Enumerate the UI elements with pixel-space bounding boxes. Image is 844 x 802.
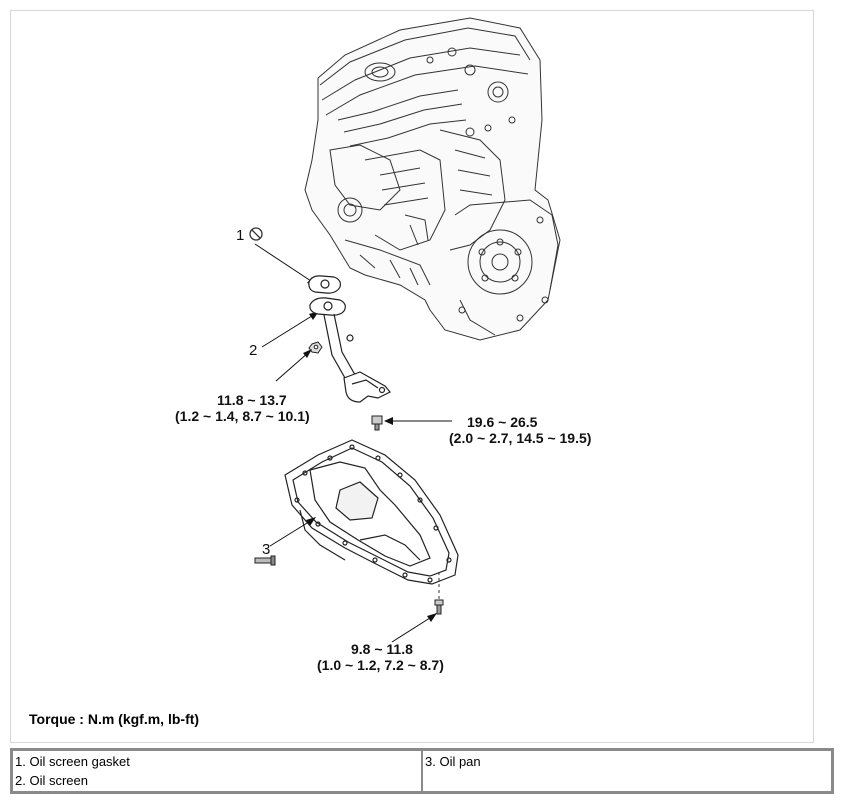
no-reuse-icon bbox=[249, 227, 263, 241]
leader-line-drain bbox=[391, 615, 434, 643]
figure-frame bbox=[10, 10, 814, 743]
table-row: 1. Oil screen gasket 2. Oil screen 3. Oi… bbox=[12, 750, 832, 792]
leader-line-nut bbox=[275, 351, 310, 382]
torque-spec-2-line2: (2.0 ~ 2.7, 14.5 ~ 19.5) bbox=[449, 430, 591, 446]
legend-item-oil-screen: 2. Oil screen bbox=[15, 773, 88, 788]
torque-spec-1-line1: 11.8 ~ 13.7 bbox=[217, 392, 287, 408]
exploded-view-diagram: 1 2 11.8 ~ 13.7 (1.2 ~ 1.4, 8.7 ~ 10.1) … bbox=[175, 17, 591, 673]
engine-block-illustration bbox=[304, 17, 561, 341]
oil-screen-gasket-icon bbox=[308, 275, 341, 294]
bolt-icon bbox=[371, 415, 383, 431]
legend-cell-left: 1. Oil screen gasket 2. Oil screen bbox=[12, 750, 422, 792]
parts-legend-table: 1. Oil screen gasket 2. Oil screen 3. Oi… bbox=[10, 748, 834, 794]
arrowhead-nut bbox=[303, 349, 312, 358]
oil-pan-icon bbox=[284, 439, 459, 585]
callout-number-3: 3 bbox=[262, 541, 270, 558]
torque-spec-3-line1: 9.8 ~ 11.8 bbox=[351, 641, 413, 657]
arrowhead-bolt bbox=[384, 417, 393, 425]
callout-number-1: 1 bbox=[236, 227, 244, 244]
arrowhead-drain bbox=[427, 613, 437, 622]
legend-item-oil-screen-gasket: 1. Oil screen gasket bbox=[15, 754, 130, 769]
torque-units-caption: Torque : N.m (kgf.m, lb-ft) bbox=[29, 711, 200, 727]
torque-spec-2-line1: 19.6 ~ 26.5 bbox=[467, 414, 538, 430]
nut-icon bbox=[308, 341, 323, 354]
torque-spec-3-line2: (1.0 ~ 1.2, 7.2 ~ 8.7) bbox=[317, 657, 444, 673]
pan-bolt-icon bbox=[254, 555, 276, 566]
leader-line-2 bbox=[261, 313, 316, 348]
arrowhead-3 bbox=[306, 517, 316, 526]
leader-line-1 bbox=[254, 243, 315, 284]
legend-item-oil-pan: 3. Oil pan bbox=[425, 754, 481, 769]
callout-number-2: 2 bbox=[249, 342, 257, 359]
drain-bolt-icon bbox=[434, 599, 444, 615]
oil-screen-pickup-icon bbox=[309, 297, 391, 403]
torque-spec-1-line2: (1.2 ~ 1.4, 8.7 ~ 10.1) bbox=[175, 408, 310, 424]
legend-cell-right: 3. Oil pan bbox=[422, 750, 832, 792]
leader-line-3 bbox=[269, 519, 313, 547]
